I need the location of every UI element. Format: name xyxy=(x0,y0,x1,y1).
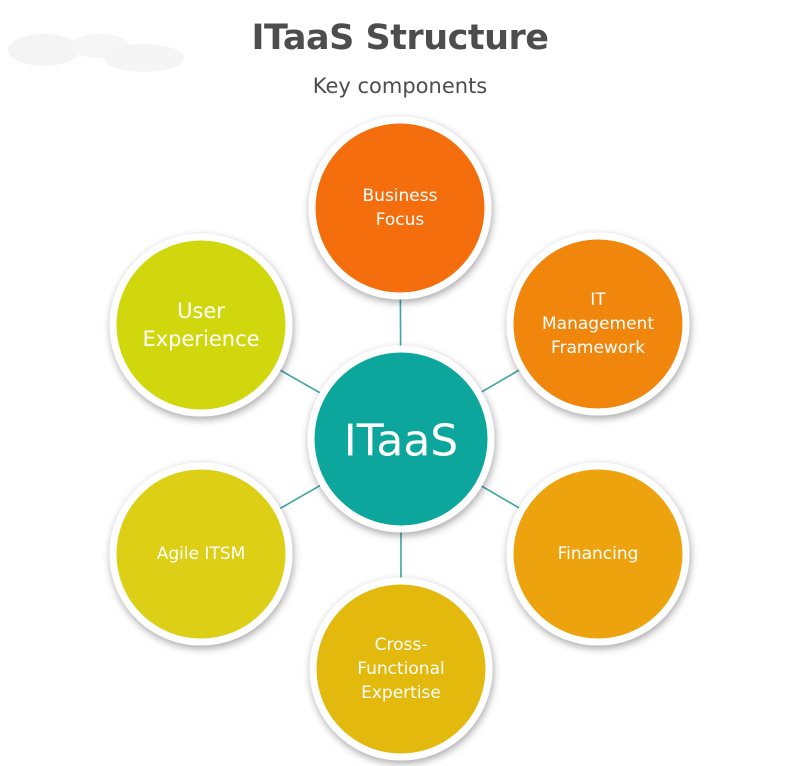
node-circle-cross-functional-expertise xyxy=(309,577,493,761)
node-label-it-management-framework: Management xyxy=(542,314,654,334)
faint-watermark-logo xyxy=(8,34,184,72)
node-circle-user-experience xyxy=(109,233,293,417)
node-label-financing: Financing xyxy=(558,544,639,564)
node-circle-agile-itsm xyxy=(109,462,293,646)
node-label-cross-functional-expertise: Cross- xyxy=(375,635,428,655)
node-label-it-management-framework: IT xyxy=(590,290,606,310)
diagram-title: ITaaS Structure xyxy=(251,18,549,58)
node-label-user-experience: User xyxy=(177,299,225,323)
hub-node-itaas: ITaaS xyxy=(307,345,495,533)
node-circle-it-management-framework xyxy=(506,232,690,416)
node-circle-business-focus xyxy=(308,116,492,300)
node-label-cross-functional-expertise: Expertise xyxy=(361,683,441,703)
node-financing: Financing xyxy=(506,462,690,646)
node-label-business-focus: Focus xyxy=(376,210,425,230)
hub-circle xyxy=(307,345,495,533)
node-label-business-focus: Business xyxy=(363,186,438,206)
node-label-user-experience: Experience xyxy=(142,327,259,351)
node-agile-itsm: Agile ITSM xyxy=(109,462,293,646)
node-label-it-management-framework: Framework xyxy=(551,338,645,358)
node-label-agile-itsm: Agile ITSM xyxy=(157,544,246,564)
hub-label: ITaaS xyxy=(344,416,458,467)
node-label-cross-functional-expertise: Functional xyxy=(357,659,444,679)
node-circle-financing xyxy=(506,462,690,646)
diagram-subtitle: Key components xyxy=(312,74,488,98)
